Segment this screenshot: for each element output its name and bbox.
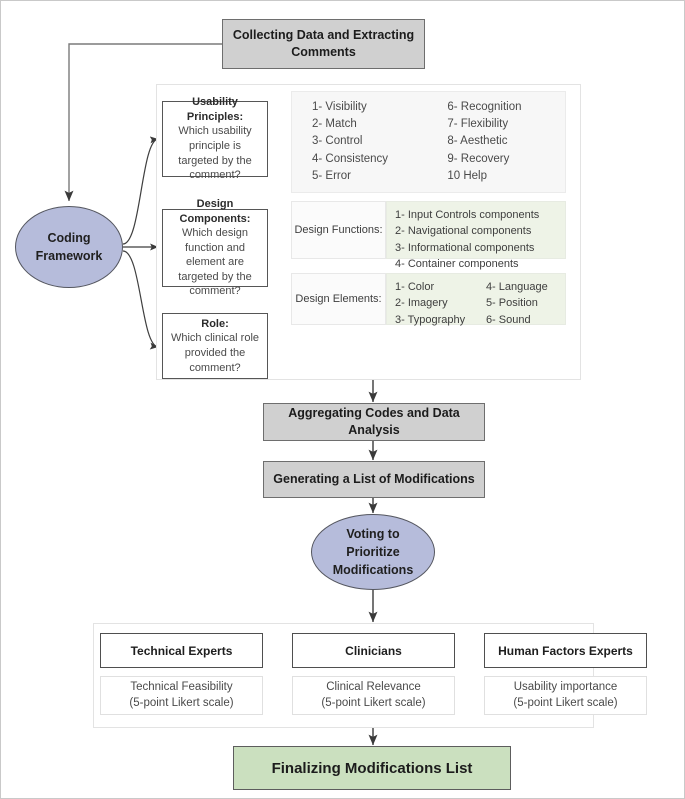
design-functions-list: 1- Input Controls components 2- Navigati… xyxy=(386,201,566,270)
coding-framework-line1: Coding xyxy=(47,230,91,245)
node-generating-list-label: Generating a List of Modifications xyxy=(273,472,475,487)
design-elements-list: 1- Color 2- Imagery 3- Typography 4- Lan… xyxy=(386,273,566,326)
design-elements-label-cell: Design Elements: xyxy=(291,273,386,325)
node-collecting-data[interactable]: Collecting Data and Extracting Comments xyxy=(222,19,425,69)
design-elements-label: Design Elements: xyxy=(295,293,382,305)
design-element-item: 4- Language xyxy=(485,281,548,293)
usability-principles-column-right: 6- Recognition 7- Flexibility 8- Aesthet… xyxy=(441,99,565,185)
node-aggregating-codes-label: Aggregating Codes and Data Analysis xyxy=(288,406,460,437)
design-components-heading: Design Components: xyxy=(179,198,251,225)
design-element-item: 6- Sound xyxy=(485,313,531,326)
expert-criterion-label: Usability importance xyxy=(513,680,618,693)
expert-criterion-clinicians: Clinical Relevance (5-point Likert scale… xyxy=(292,676,455,715)
usability-heading: Usability Principles: xyxy=(186,96,244,123)
design-elements-column-left: 1- Color 2- Imagery 3- Typography xyxy=(395,279,486,326)
usability-question: Which usability principle is targeted by… xyxy=(178,125,252,182)
expert-scale-label: (5-point Likert scale) xyxy=(513,696,618,709)
node-usability-principles[interactable]: Usability Principles: Which usability pr… xyxy=(162,96,268,181)
expert-title-label: Technical Experts xyxy=(130,643,233,658)
principle-item: 4- Consistency xyxy=(312,152,389,165)
principle-item: 7- Flexibility xyxy=(447,118,509,131)
design-function-item: 1- Input Controls components xyxy=(395,209,540,221)
usability-principles-column-left: 1- Visibility 2- Match 3- Control 4- Con… xyxy=(292,99,441,185)
design-element-item: 2- Imagery xyxy=(395,297,448,310)
expert-criterion-label: Clinical Relevance xyxy=(326,680,421,693)
principle-item: 1- Visibility xyxy=(312,100,367,113)
node-aggregating-codes[interactable]: Aggregating Codes and Data Analysis xyxy=(263,403,485,441)
voting-line3: Modifications xyxy=(332,563,414,578)
node-role[interactable]: Role: Which clinical role provided the c… xyxy=(162,313,268,379)
expert-title-label: Human Factors Experts xyxy=(498,643,633,658)
expert-title-clinicians[interactable]: Clinicians xyxy=(292,633,455,668)
node-finalizing-modifications-label: Finalizing Modifications List xyxy=(271,759,473,777)
design-functions-label: Design Functions: xyxy=(294,224,383,236)
principle-item: 3- Control xyxy=(312,135,363,148)
node-design-components[interactable]: Design Components: Which design function… xyxy=(162,198,268,297)
node-coding-framework[interactable]: Coding Framework xyxy=(15,206,123,288)
voting-line2: Prioritize xyxy=(346,544,400,559)
principle-item: 6- Recognition xyxy=(447,100,522,113)
node-voting-prioritize[interactable]: Voting to Prioritize Modifications xyxy=(311,514,435,590)
principle-item: 10 Help xyxy=(447,169,488,182)
node-collecting-data-label: Collecting Data and Extracting Comments xyxy=(232,28,415,59)
expert-scale-label: (5-point Likert scale) xyxy=(129,696,234,709)
principle-item: 5- Error xyxy=(312,169,351,182)
voting-line1: Voting to xyxy=(346,526,400,541)
node-generating-list[interactable]: Generating a List of Modifications xyxy=(263,461,485,498)
coding-framework-line2: Framework xyxy=(35,249,103,263)
expert-criterion-technical: Technical Feasibility (5-point Likert sc… xyxy=(100,676,263,715)
expert-title-human-factors[interactable]: Human Factors Experts xyxy=(484,633,647,668)
design-function-item: 4- Container components xyxy=(395,257,519,270)
expert-scale-label: (5-point Likert scale) xyxy=(321,696,426,709)
design-components-question: Which design function and element are ta… xyxy=(178,227,252,298)
expert-criterion-label: Technical Feasibility xyxy=(130,680,233,693)
usability-principles-list: 1- Visibility 2- Match 3- Control 4- Con… xyxy=(291,91,566,193)
design-functions-label-cell: Design Functions: xyxy=(291,201,386,259)
expert-title-technical[interactable]: Technical Experts xyxy=(100,633,263,668)
design-element-item: 5- Position xyxy=(485,297,538,310)
design-function-item: 2- Navigational components xyxy=(395,225,532,238)
expert-title-label: Clinicians xyxy=(345,643,402,658)
principle-item: 8- Aesthetic xyxy=(447,135,508,148)
role-question: Which clinical role provided the comment… xyxy=(170,332,260,374)
role-heading: Role: xyxy=(201,317,229,330)
principle-item: 2- Match xyxy=(312,118,357,131)
principle-item: 9- Recovery xyxy=(447,152,510,165)
design-elements-column-right: 4- Language 5- Position 6- Sound xyxy=(485,279,565,326)
expert-criterion-human-factors: Usability importance (5-point Likert sca… xyxy=(484,676,647,715)
design-function-item: 3- Informational components xyxy=(395,241,535,254)
design-element-item: 1- Color xyxy=(395,281,435,293)
node-finalizing-modifications[interactable]: Finalizing Modifications List xyxy=(233,746,511,790)
design-element-item: 3- Typography xyxy=(395,313,466,326)
